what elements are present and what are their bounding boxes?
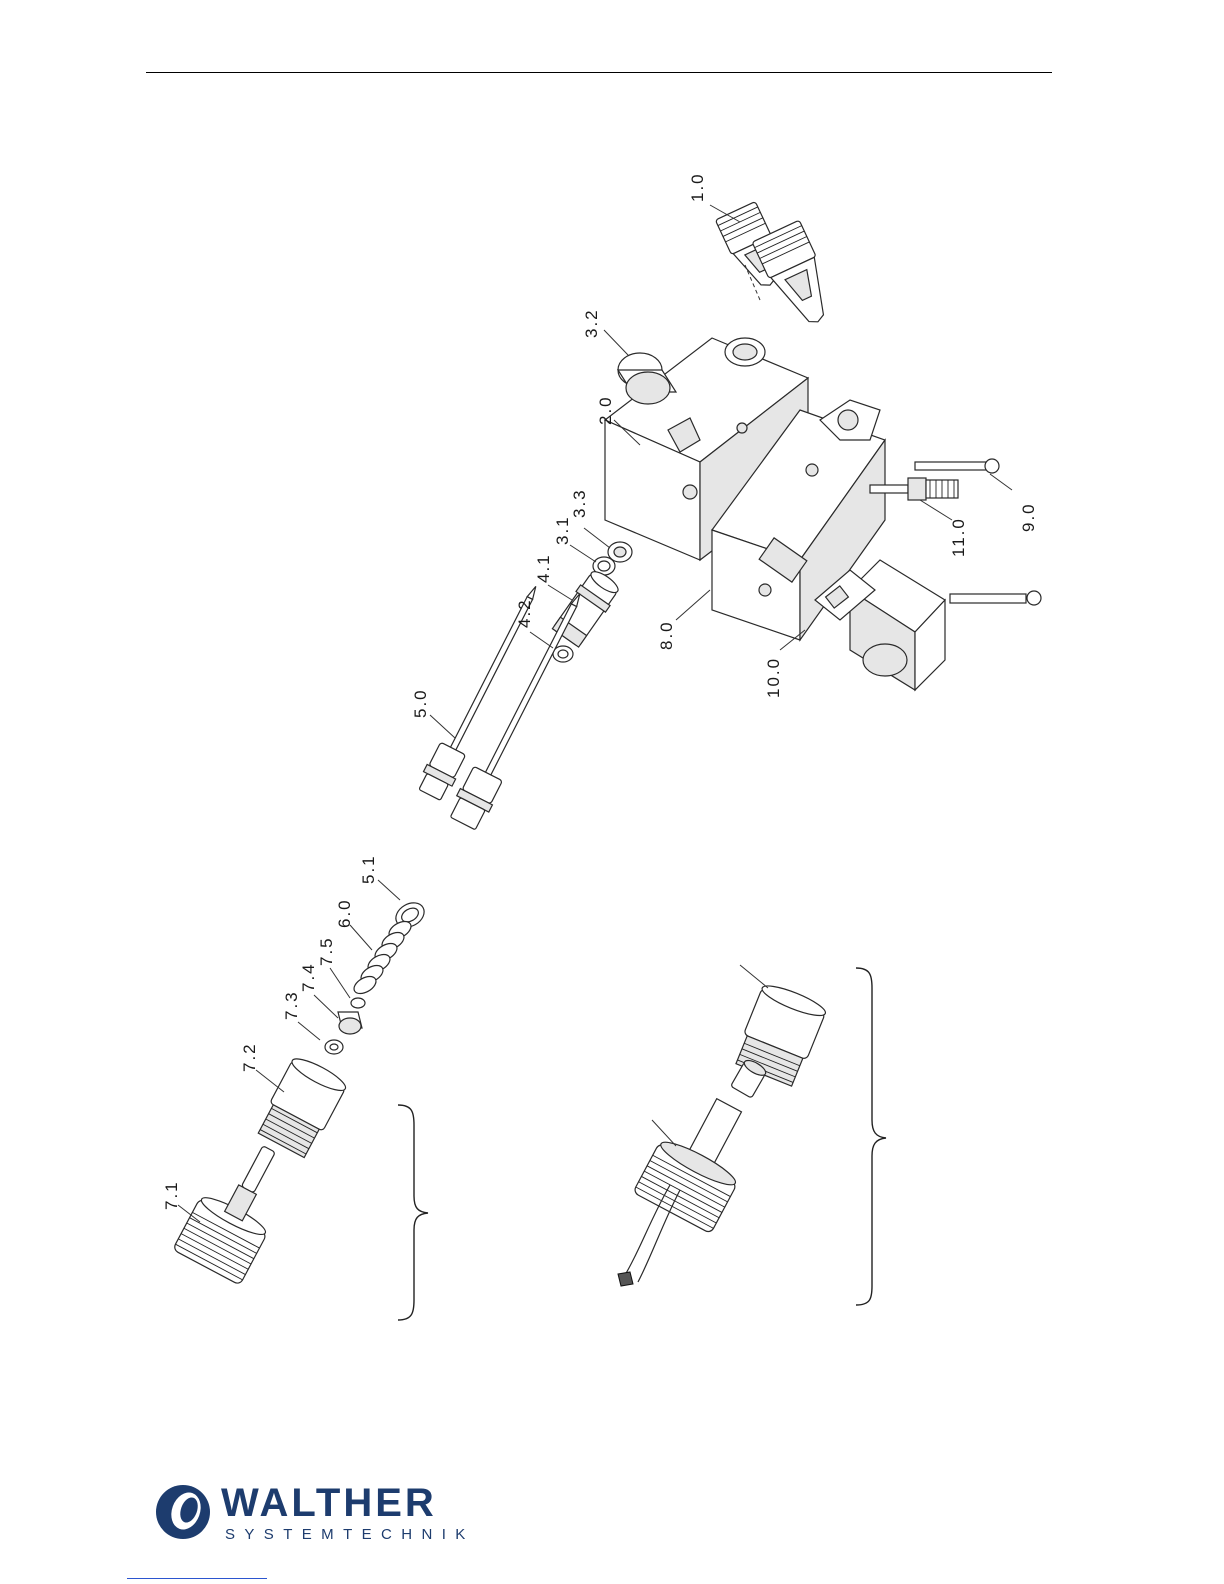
part-solenoid-coil — [815, 560, 1041, 690]
callout-3-1: 3.1 — [553, 515, 572, 545]
logo-swirl-icon — [156, 1485, 210, 1539]
part-rings-3 — [593, 542, 632, 575]
logo-wordmark: WALTHER — [221, 1481, 437, 1525]
callout-7-1: 7.1 — [162, 1180, 181, 1210]
callout-5-1: 5.1 — [359, 854, 378, 884]
callout-6-0: 6.0 — [335, 898, 354, 928]
brace-left — [398, 1105, 428, 1320]
callout-7-2: 7.2 — [240, 1042, 259, 1072]
callout-11-0: 11.0 — [949, 517, 968, 557]
company-logo: WALTHER SYSTEMTECHNIK — [155, 1476, 475, 1566]
part-fitting-and-screw — [870, 459, 1012, 520]
part-cap-3-2 — [618, 353, 676, 404]
callout-5-0: 5.0 — [411, 688, 430, 718]
part-spring — [351, 918, 414, 997]
part-variant-assembly — [618, 965, 828, 1286]
callout-9-0: 9.0 — [1019, 502, 1038, 532]
part-needles — [415, 579, 596, 831]
part-small-rings-7 — [325, 998, 365, 1054]
callout-7-3: 7.3 — [282, 990, 301, 1020]
callout-3-3: 3.3 — [570, 488, 589, 518]
callout-8-0: 8.0 — [657, 620, 676, 650]
footer-link-rule — [127, 1578, 267, 1579]
callout-7-4: 7.4 — [299, 962, 318, 992]
part-nozzle-caps — [710, 202, 841, 333]
callout-10-0: 10.0 — [764, 657, 783, 698]
callout-1-0: 1.0 — [688, 172, 707, 202]
callout-4-1: 4.1 — [534, 553, 553, 583]
callout-7-5: 7.5 — [317, 936, 336, 966]
callout-4-2: 4.2 — [515, 598, 534, 628]
brace-right — [856, 968, 886, 1305]
part-knob-7-1 — [173, 1131, 303, 1285]
part-piston-housing — [551, 567, 623, 662]
logo-subtitle: SYSTEMTECHNIK — [225, 1526, 475, 1543]
callout-2-0: 2.0 — [596, 395, 615, 425]
part-nut-7-2 — [255, 1054, 349, 1160]
callout-3-2: 3.2 — [582, 308, 601, 338]
